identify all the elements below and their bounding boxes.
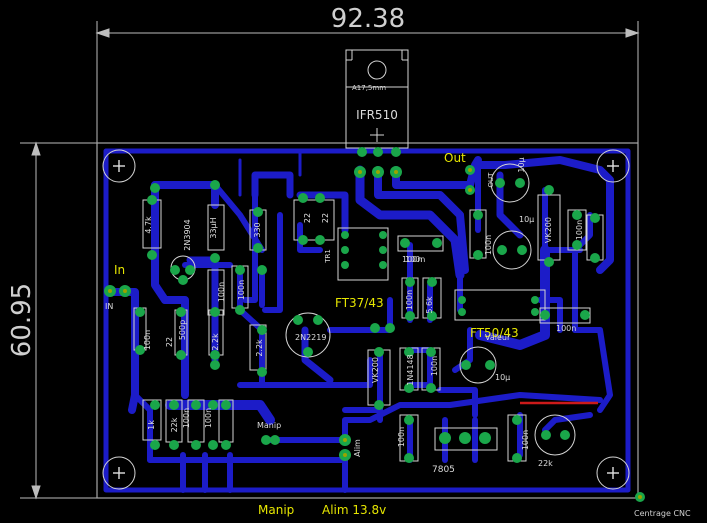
value-100n-3: 100n: [143, 330, 152, 350]
value-100n-13: 100n: [521, 430, 530, 450]
value-100n-1: 100n: [217, 282, 226, 302]
value-10u-2: 10µ: [517, 157, 526, 172]
label-manip: Manip: [258, 503, 294, 517]
board-outline: [96, 142, 639, 499]
value-vk200a: VK200: [371, 357, 380, 383]
value-100n-11: 100n: [575, 220, 584, 240]
value-33uh: 33µH: [209, 217, 218, 238]
value-2n2219: 2N2219: [295, 333, 326, 342]
value-100n-out: 100n: [402, 255, 422, 264]
value-1k: 1k: [147, 420, 156, 430]
label-ft37: FT37/43: [335, 296, 384, 310]
value-10u-3: 10µ: [519, 215, 534, 224]
mounting-holes: [113, 160, 619, 479]
label-in-pad: IN: [105, 302, 113, 311]
value-22b: 22: [321, 213, 330, 223]
value-2k2b: 2.2k: [255, 339, 264, 357]
label-centrage: Centrage CNC: [634, 509, 691, 518]
value-100n-7: 100n: [405, 290, 414, 310]
label-ft50: FT50/43: [470, 326, 519, 340]
value-2k2a: 2.2k: [211, 333, 220, 351]
width-dimension: 92.38: [331, 4, 405, 34]
value-4k7: 4.7k: [144, 216, 153, 234]
value-22r: 22: [165, 337, 174, 347]
label-manip-pad: Manip: [257, 421, 281, 430]
value-22k: 22k: [538, 459, 553, 468]
label-out: Out: [444, 151, 466, 165]
pads: [104, 147, 645, 502]
value-10u-1: 10µ: [495, 373, 510, 382]
value-500p: 500p: [178, 320, 187, 340]
label-alim-pad: Alim: [353, 439, 362, 457]
value-2n3904: 2N3904: [183, 219, 192, 250]
value-100n-2: 100n: [237, 280, 246, 300]
value-100n-8: 100n: [405, 255, 425, 264]
mosfet-part: IFR510: [356, 108, 398, 122]
dimension-lines: [20, 21, 640, 500]
mosfet-mount: A17,5mm: [352, 84, 386, 92]
value-22a: 22: [303, 213, 312, 223]
value-330: 330: [253, 222, 262, 237]
value-100n-12: 100n: [556, 324, 576, 333]
label-in: In: [114, 263, 125, 277]
value-22k-small: 22k: [170, 417, 179, 432]
value-100n-9: 100n: [484, 235, 493, 255]
label-out-cap: OUT: [487, 172, 495, 188]
value-1n4148: 1N4148: [406, 354, 415, 385]
value-56k: 5.6k: [425, 296, 434, 314]
label-alim: Alim 13.8v: [322, 503, 386, 517]
value-vk200b: VK200: [544, 217, 553, 243]
height-dimension: 60.95: [7, 283, 37, 357]
value-100n-10: 100n: [430, 356, 439, 376]
value-100n-6: 100n: [397, 427, 406, 447]
silkscreen-outlines: [102, 49, 630, 490]
label-tr1: TR1: [324, 249, 332, 264]
value-100n-5: 100n: [204, 408, 213, 428]
value-100n-4: 100n: [182, 408, 191, 428]
component-values: 4.7k 2N3904 33µH 330 22 22 100n 100n 100…: [143, 157, 584, 468]
label-valeur: Valeur: [485, 333, 511, 342]
label-7805: 7805: [432, 465, 455, 475]
